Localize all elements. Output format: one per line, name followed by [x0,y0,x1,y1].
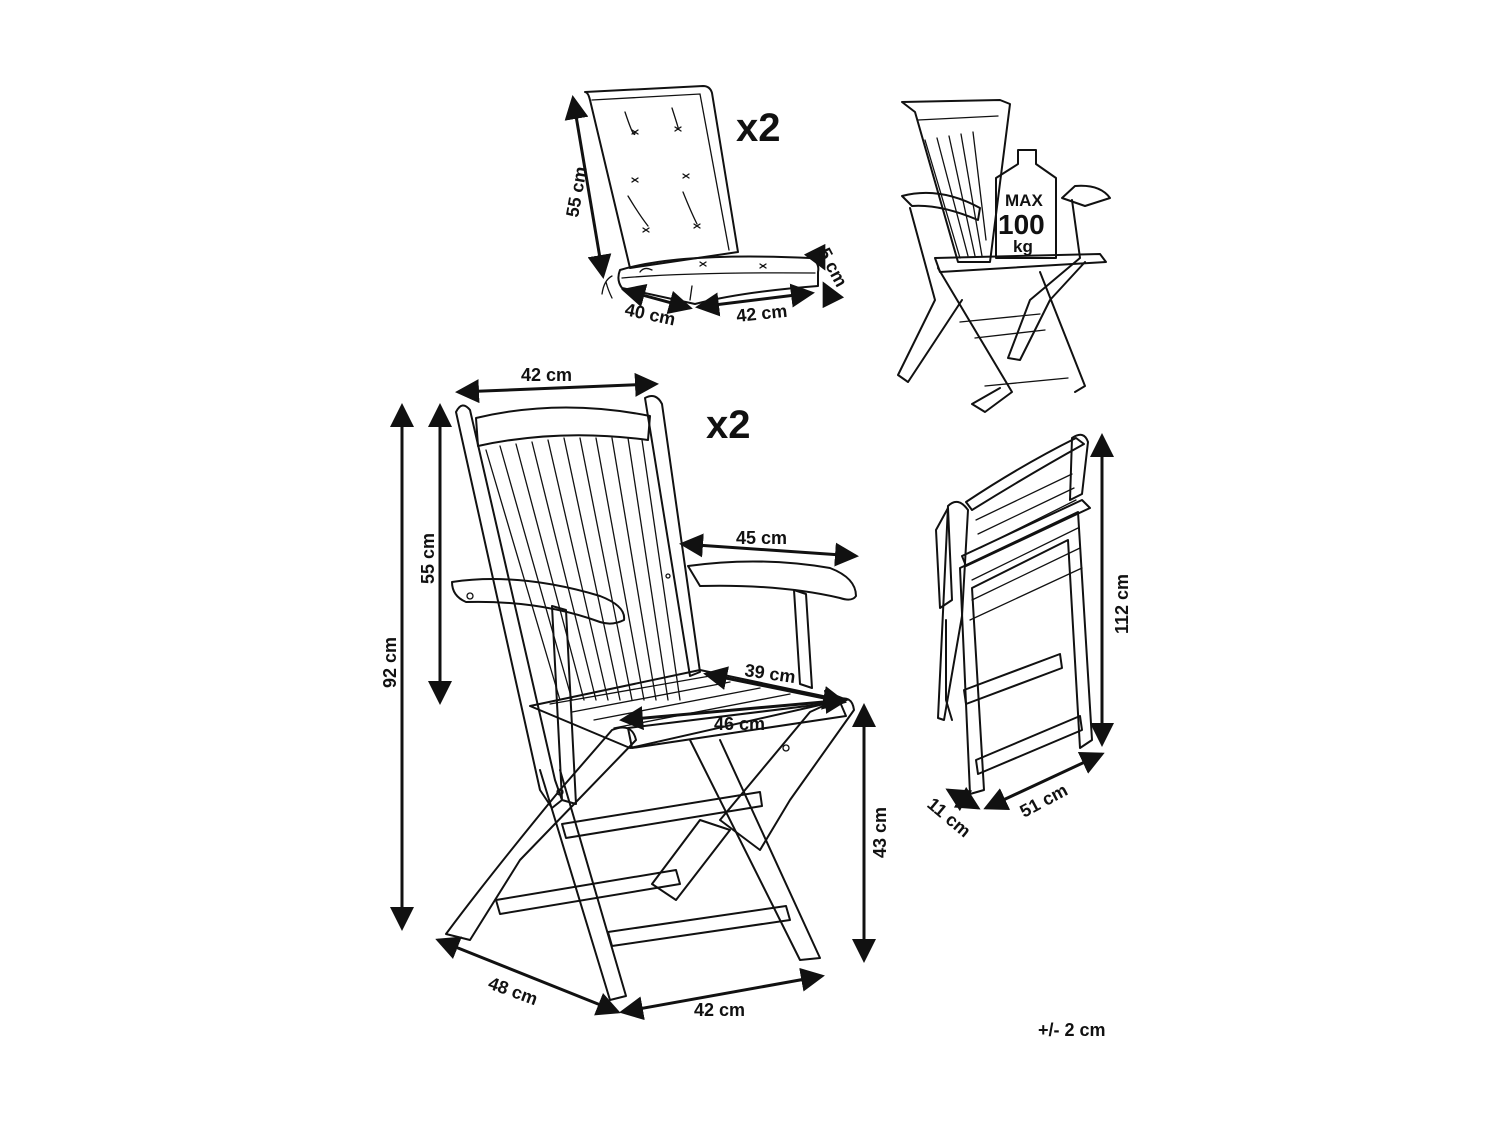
folded-dimension-lines [945,433,1114,812]
load-max-label: MAX [1005,191,1043,210]
tolerance-note: +/- 2 cm [1038,1020,1106,1040]
cushion-height-label: 55 cm [562,165,591,219]
cushion-quantity: x2 [736,106,781,150]
chair-base-width-label: 42 cm [694,1000,745,1020]
chair-backrest-height-label: 55 cm [418,533,438,584]
load-value-label: 100 [998,209,1045,240]
chair-dimension-lines [390,372,876,1021]
chair-seat-width-label: 46 cm [714,714,765,734]
chair-seat-height-label: 43 cm [870,807,890,858]
chair-illustration [445,395,857,1001]
cushion-thickness-label: 5 cm [814,244,851,290]
chair-load-illustration [897,99,1111,413]
folded-depth-label: 51 cm [1016,780,1070,822]
load-unit-label: kg [1013,237,1033,256]
chair-armrest-span-label: 45 cm [736,528,787,548]
folded-chair-illustration [935,433,1093,795]
cushion-depth-label: 40 cm [623,299,677,329]
chair-backrest-width-label: 42 cm [521,365,572,385]
cushion-width-label: 42 cm [735,301,788,326]
chair-total-height-label: 92 cm [380,637,400,688]
chair-quantity: x2 [706,403,751,447]
folded-height-label: 112 cm [1112,574,1132,634]
cushion-illustration [564,85,845,317]
